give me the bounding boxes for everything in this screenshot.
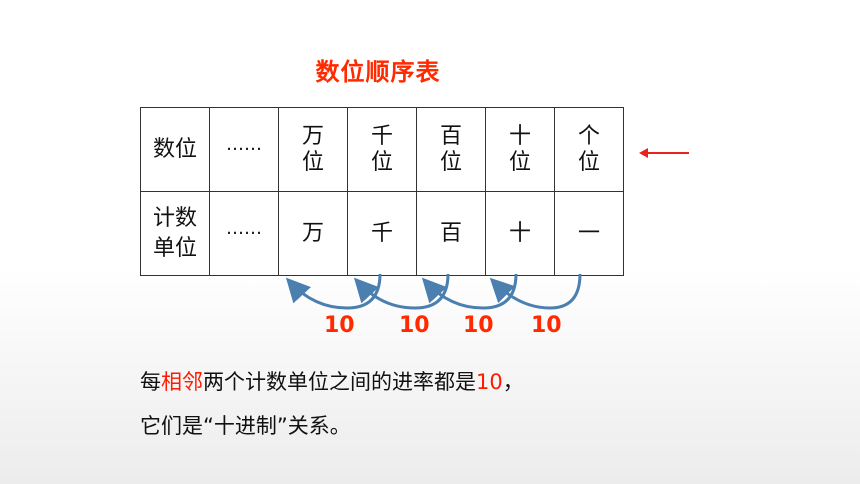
left-arrow-icon	[639, 148, 689, 158]
unit-one: 一	[554, 191, 624, 276]
unit-ten-thousand: 万	[278, 191, 348, 276]
unit-ten: 十	[485, 191, 555, 276]
row-header-units: 计数单位	[140, 191, 210, 276]
explanation-line-1: 每相邻两个计数单位之间的进率都是10，	[140, 370, 524, 394]
carry-arcs	[285, 273, 582, 310]
explanation-line-2: 它们是“十进制”关系。	[140, 414, 351, 438]
place-ten-thousands: 万位	[278, 107, 348, 192]
rate-label: 10	[399, 313, 430, 338]
place-thousands: 千位	[347, 107, 417, 192]
unit-thousand: 千	[347, 191, 417, 276]
rate-label: 10	[531, 313, 562, 338]
place-value-table: 数位 …… 万位 千位 百位 十位 个位 计数单位 …… 万 千 百 十 一	[140, 107, 624, 276]
page-title: 数位顺序表	[315, 58, 441, 86]
place-tens: 十位	[485, 107, 555, 192]
table-row-places: 数位 …… 万位 千位 百位 十位 个位	[140, 107, 624, 192]
rate-label: 10	[463, 313, 494, 338]
place-hundreds: 百位	[416, 107, 486, 192]
ellipsis-cell: ……	[209, 191, 279, 276]
unit-hundred: 百	[416, 191, 486, 276]
arc-icon	[489, 273, 582, 310]
table-row-units: 计数单位 …… 万 千 百 十 一	[140, 191, 624, 276]
row-header-places: 数位	[140, 107, 210, 192]
rate-label: 10	[324, 313, 355, 338]
place-ones: 个位	[554, 107, 624, 192]
ellipsis-cell: ……	[209, 107, 279, 192]
